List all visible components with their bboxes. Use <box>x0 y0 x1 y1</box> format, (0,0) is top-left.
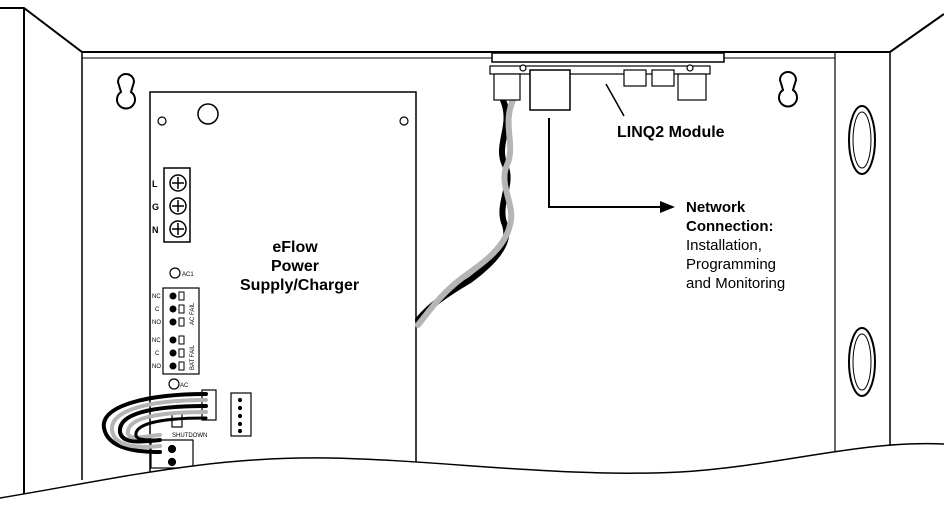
power-supply-line1: eFlow <box>272 239 318 256</box>
power-supply-title: eFlow Power Supply/Charger <box>240 238 360 295</box>
ac1-label: AC1 <box>182 272 194 278</box>
network-connection-label: Network Connection: Installation, Progra… <box>686 198 785 293</box>
power-supply-board <box>149 91 417 493</box>
terminal-screw-n <box>169 220 187 238</box>
relay-nc-2: NC <box>152 338 161 344</box>
terminal-screw-g <box>169 197 187 215</box>
relay-c-1: C <box>155 307 160 313</box>
ac1-led: AC1 <box>169 267 194 279</box>
network-line3: Installation, <box>686 237 762 254</box>
network-line4: Programming <box>686 256 777 273</box>
terminal-label-g: G <box>152 202 159 212</box>
power-supply-line3: Supply/Charger <box>240 277 360 294</box>
linq2-module <box>489 52 725 111</box>
relay-c-2: C <box>155 351 160 357</box>
enclosure <box>0 7 944 495</box>
keyhole-slot-left <box>116 73 136 110</box>
relay-no-1: NO <box>152 320 161 326</box>
terminal-label-l: L <box>152 179 158 189</box>
module-label: LINQ2 Module <box>617 124 725 141</box>
lgn-terminal-block: L G N <box>152 167 191 243</box>
network-line2: Connection: <box>686 218 774 235</box>
knockout-upper <box>848 105 876 175</box>
ac-led: AC <box>168 378 189 390</box>
bat-fail-label: BAT FAIL <box>190 344 196 370</box>
network-arrow <box>548 118 675 213</box>
relay-terminal-block: NC C NO NC C NO AC FAIL BAT FAIL <box>152 287 200 375</box>
keyhole-slot-right <box>778 71 798 108</box>
power-supply-line2: Power <box>270 258 319 275</box>
twisted-network-cable <box>415 97 516 328</box>
linq2-leader-line <box>605 83 625 117</box>
ac-fail-label: AC FAIL <box>190 302 196 325</box>
shutdown-label: SHUTDOWN <box>172 433 207 439</box>
terminal-screw-l <box>169 174 187 192</box>
cutaway-edge <box>0 442 944 520</box>
relay-nc-1: NC <box>152 294 161 300</box>
network-line5: and Monitoring <box>686 275 786 292</box>
lower-left-cable-loop <box>101 392 208 454</box>
network-line1: Network <box>686 199 746 216</box>
knockout-lower <box>848 327 876 397</box>
terminal-label-n: N <box>152 225 159 235</box>
relay-no-2: NO <box>152 364 161 370</box>
ac-label: AC <box>180 383 189 389</box>
